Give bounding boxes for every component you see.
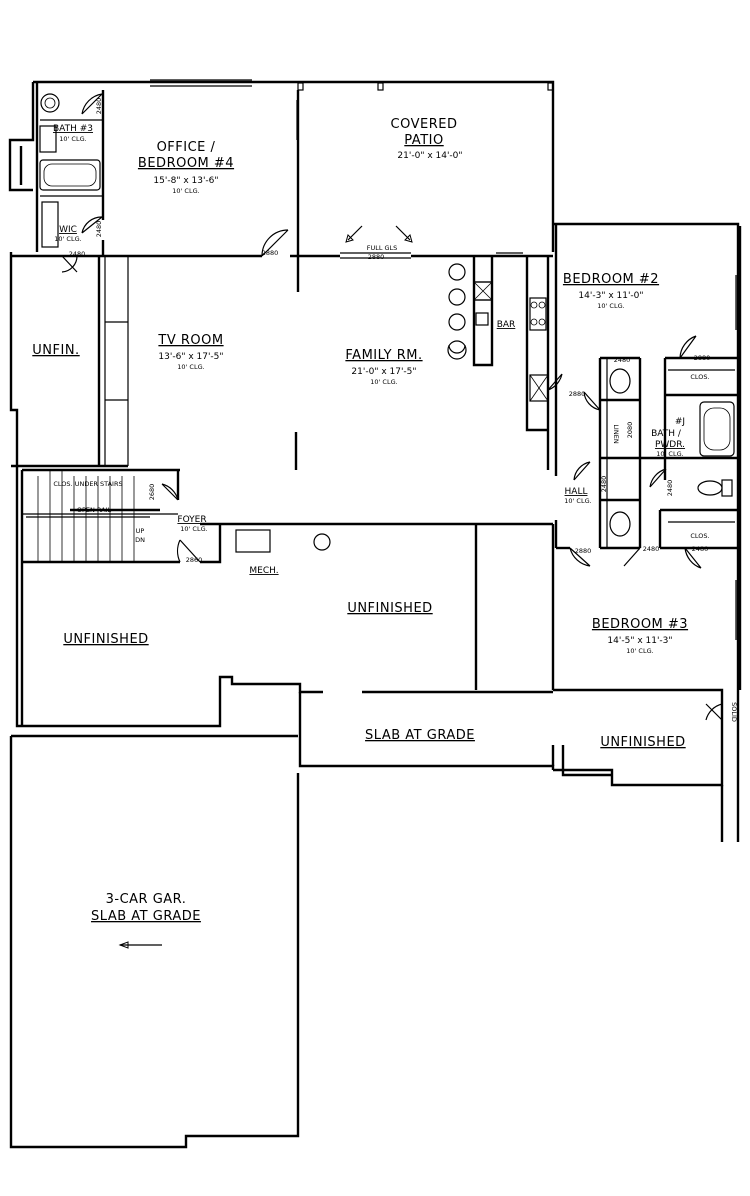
- office-label-2: BEDROOM #4: [138, 156, 234, 171]
- solid-note: SOLID: [730, 702, 738, 722]
- foyer-label: FOYER: [177, 515, 206, 525]
- door-swings: [61, 93, 723, 721]
- tv-room-size: 13'-6" x 17'-5": [158, 352, 223, 362]
- wic-label: WIC: [59, 225, 77, 235]
- door-tag-patio: 2880: [368, 253, 385, 261]
- bath-pwdr-label-2: PWDR.: [655, 440, 685, 450]
- door-tag-hall: 2480: [600, 476, 608, 493]
- office-label: OFFICE /: [157, 140, 216, 155]
- door-tag-bedroom3: 2880: [575, 547, 592, 555]
- clos-under-stairs-note: CLOS. UNDER STAIRS: [53, 480, 122, 488]
- door-tag-mech: 2860: [186, 556, 203, 564]
- tv-room-ceiling: 10' CLG.: [177, 363, 204, 371]
- dn-note: DN: [135, 536, 145, 544]
- clos-note-bedroom2: CLOS.: [690, 373, 709, 381]
- linen-note: LINEN: [612, 424, 620, 444]
- interior-walls: [11, 90, 738, 694]
- garage-label: 3-CAR GAR.: [106, 892, 187, 907]
- door-tag-office: 2880: [262, 249, 279, 257]
- patio-size: 21'-0" x 14'-0": [397, 151, 462, 161]
- door-tag-linen: 2080: [626, 422, 634, 439]
- hall-ceiling: 10' CLG.: [564, 497, 591, 505]
- full-gls-note: FULL GLS: [367, 244, 398, 252]
- door-tags: 2480 2480 2480 2880 2880 2680 2860 2880 …: [69, 98, 711, 564]
- exterior-walls: [8, 80, 742, 1149]
- office-size: 15'-8" x 13'-6": [153, 176, 218, 186]
- door-tag-bath3: 2480: [95, 98, 103, 115]
- hall-label: HALL: [565, 487, 588, 497]
- patio-label-2: PATIO: [404, 133, 443, 148]
- annotations: CLOS. UNDER STAIRS OPEN RAIL UP DN FULL …: [53, 244, 738, 722]
- tv-room-label: TV ROOM: [157, 333, 223, 348]
- bedroom2-ceiling: 10' CLG.: [597, 302, 624, 310]
- family-rm-ceiling: 10' CLG.: [370, 378, 397, 386]
- wic-ceiling: 10' CLG.: [54, 235, 81, 243]
- unfin-label: UNFIN.: [32, 343, 79, 358]
- door-tag-bath-top: 2480: [614, 356, 631, 364]
- unfinished-center-label: UNFINISHED: [347, 601, 432, 616]
- open-rail-note: OPEN RAIL: [77, 506, 112, 514]
- bath3-ceiling: 10' CLG.: [59, 135, 86, 143]
- bedroom2-label: BEDROOM #2: [563, 272, 659, 287]
- patio-label: COVERED: [391, 117, 458, 132]
- bedroom2-size: 14'-3" x 11'-0": [578, 291, 643, 301]
- door-tag-bedroom2: 2880: [694, 354, 711, 362]
- unfinished-left-label: UNFINISHED: [63, 632, 148, 647]
- mech-label: MECH.: [249, 566, 278, 576]
- bar-label: BAR: [497, 320, 516, 330]
- door-tag-family-hall: 2880: [569, 390, 586, 398]
- door-tag-stair-closet: 2680: [148, 484, 156, 501]
- door-tag-wic: 2480: [95, 221, 103, 238]
- door-tag-unfin: 2480: [69, 250, 86, 258]
- bath3-label: BATH #3: [53, 124, 93, 134]
- office-ceiling: 10' CLG.: [172, 187, 199, 195]
- slab-at-grade-label: SLAB AT GRADE: [365, 728, 475, 743]
- bedroom3-size: 14'-5" x 11'-3": [607, 636, 672, 646]
- foyer-ceiling: 10' CLG.: [180, 525, 207, 533]
- unfinished-right-label: UNFINISHED: [600, 735, 685, 750]
- family-rm-size: 21'-0" x 17'-5": [351, 367, 416, 377]
- bath-pwdr-label: BATH /: [651, 429, 682, 439]
- door-tag-bath-bottom: 2480: [643, 545, 660, 553]
- door-tag-closet-bedroom3: 2480: [692, 545, 709, 553]
- bath-pwdr-tag: #J: [675, 417, 685, 427]
- bath-pwdr-ceiling: 10' CLG.: [656, 450, 683, 458]
- door-tag-bath-right: 2480: [666, 480, 674, 497]
- clos-note-bedroom3: CLOS.: [690, 532, 709, 540]
- room-labels: OFFICE / BEDROOM #4 15'-8" x 13'-6" 10' …: [32, 117, 688, 924]
- fixtures: [22, 79, 737, 949]
- family-rm-label: FAMILY RM.: [345, 348, 422, 363]
- bedroom3-ceiling: 10' CLG.: [626, 647, 653, 655]
- bedroom3-label: BEDROOM #3: [592, 617, 688, 632]
- up-note: UP: [136, 527, 145, 535]
- garage-label-2: SLAB AT GRADE: [91, 909, 201, 924]
